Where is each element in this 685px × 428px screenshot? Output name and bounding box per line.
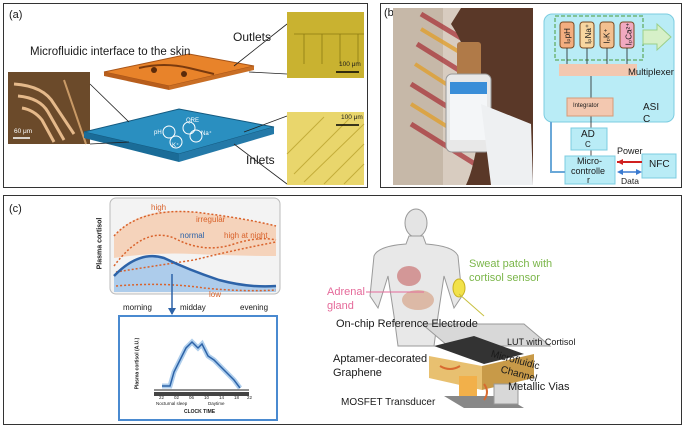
aptamer-label-2: Graphene: [333, 367, 382, 379]
label-high-at-night: high at night: [224, 231, 268, 240]
inlets-micrograph: [287, 112, 364, 185]
inset-tick-1: 02: [174, 395, 180, 400]
curve-normal: [113, 254, 277, 288]
data-label: Data: [621, 176, 639, 186]
sensor-label-ph: IₚpH: [562, 28, 572, 44]
sensor-label-na: IₚNa⁺: [584, 23, 594, 45]
inset-tick-0: 22: [159, 395, 165, 400]
adc-label-1: AD: [581, 129, 595, 140]
electrode-qre: QRE: [186, 118, 200, 124]
integrator-block: [566, 97, 614, 117]
sweat-patch: [452, 278, 466, 298]
body-head: [404, 208, 428, 238]
scale-outlets: 100 μm: [339, 61, 361, 68]
device-top: [420, 323, 552, 347]
aptamer-label-1: Aptamer-decorated: [333, 353, 428, 365]
label-normal: normal: [180, 231, 205, 240]
scale-inlets: 100 μm: [341, 114, 363, 121]
adrenal-label-1: Adrenal: [327, 286, 365, 298]
inset-xlabel: CLOCK TIME: [184, 409, 216, 415]
multiplexer-label: Multiplexer: [628, 67, 674, 78]
orange-chip: [103, 53, 255, 87]
curve-low: [115, 283, 277, 292]
sensor-label-ca: IₚCa²⁺: [624, 22, 634, 46]
panel-a-label: (a): [9, 9, 23, 21]
inlets-label: Inlets: [246, 153, 275, 167]
microcontroller-block: [564, 155, 616, 185]
inset-tick-2: 06: [189, 395, 195, 400]
inset-bar-day: Daytime: [208, 401, 225, 406]
panel-c-illustration: [109, 197, 552, 421]
tick-midday: midday: [180, 303, 206, 312]
nfc-label: NFC: [649, 159, 670, 170]
electrode-ph: pH: [154, 130, 162, 136]
interface-title: Microfluidic interface to the skin: [30, 46, 191, 58]
integrator-label: Integrator: [573, 103, 599, 109]
inset-bar-sleep: Nocturnal sleep: [156, 401, 188, 406]
panel-b: (b): [380, 3, 682, 188]
asic-label-2: C: [643, 114, 651, 125]
adrenal-label-2: gland: [327, 300, 354, 312]
sensor-label-k: IₚK⁺: [602, 28, 612, 44]
sweat-patch-label-2: cortisol sensor: [469, 272, 540, 284]
mosfet-label: MOSFET Transducer: [341, 397, 436, 408]
adc-block: [570, 127, 608, 151]
electrode-k: K⁺: [172, 143, 180, 149]
cortisol-inset: [118, 315, 278, 421]
inset-tick-5: 18: [234, 395, 240, 400]
inset-ylabel: Plasma cortisol (A.U.): [134, 337, 141, 390]
inset-tick-6: 22: [247, 395, 253, 400]
lut-label: LUT with Cortisol: [507, 337, 576, 347]
outlets-label: Outlets: [233, 30, 272, 44]
sweat-patch-label-1: Sweat patch with: [469, 258, 553, 270]
scale-micro: 60 μm: [14, 128, 33, 135]
label-high: high: [151, 203, 167, 212]
panel-a: (a): [3, 3, 368, 188]
power-label: Power: [617, 146, 643, 156]
nfc-block: [641, 153, 677, 179]
curve-irregular: [113, 234, 277, 267]
adc-label-2: C: [585, 140, 591, 149]
panel-c: (c) Plasma cortis: [3, 195, 682, 425]
micro-label-1: Micro-: [577, 156, 602, 166]
micro-label-2: controlle: [571, 166, 606, 176]
curve-high: [113, 210, 277, 237]
inset-tick-4: 14: [219, 395, 225, 400]
outlets-micrograph: [287, 12, 364, 78]
label-irregular: irregular: [196, 215, 226, 224]
asic-label-1: ASI: [643, 102, 660, 113]
panel-b-illustration: [393, 8, 677, 185]
curve-high-at-night: [115, 241, 277, 273]
tick-morning: morning: [123, 303, 152, 312]
panel-a-illustration: [8, 12, 365, 185]
tick-evening: evening: [240, 303, 269, 312]
vias-label: Metallic Vias: [508, 381, 570, 393]
micro-label-3: r: [587, 175, 590, 185]
electrode-na: Na⁺: [201, 131, 212, 137]
label-low: low: [209, 290, 222, 299]
onchip-label: On-chip Reference Electrode: [336, 318, 478, 330]
panel-c-label: (c): [9, 203, 22, 215]
multiplexer-block: [559, 64, 637, 76]
inset-tick-3: 10: [204, 395, 210, 400]
chart-ylabel: Plasma cortisol: [96, 217, 104, 270]
